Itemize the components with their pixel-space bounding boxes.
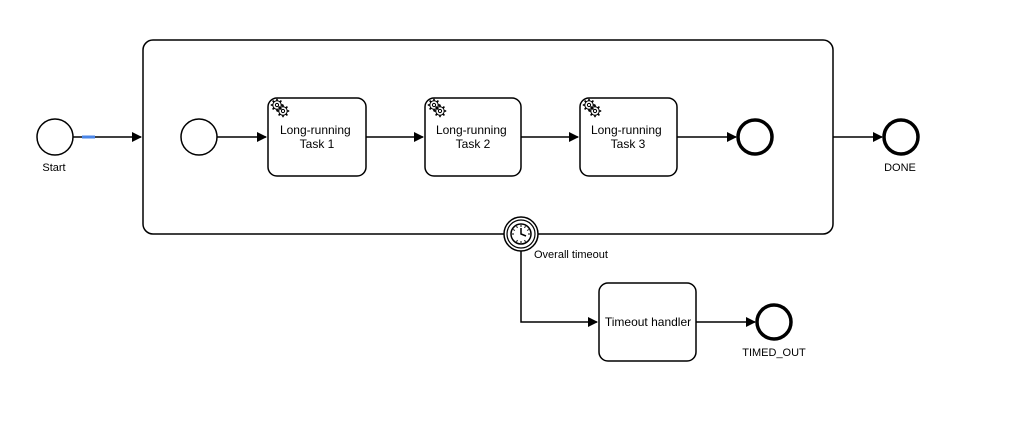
clock-icon (510, 223, 532, 245)
task-long-running-1[interactable]: Long-running Task 1 (267, 97, 367, 177)
svg-text:Long-running Task 3: Long-running Task 3 (591, 123, 665, 151)
timed-out-end-event[interactable] (755, 303, 793, 341)
svg-text:Long-running Task 1: Long-running Task 1 (280, 123, 354, 151)
start-event[interactable] (36, 118, 74, 156)
done-end-event[interactable] (882, 118, 920, 156)
timed-out-end-event-label: TIMED_OUT (742, 347, 806, 359)
subprocess-end-event[interactable] (736, 118, 774, 156)
task-1-label-line1: Long-running (280, 123, 351, 137)
task-1-label-line2: Task 1 (300, 137, 335, 151)
start-event-label: Start (42, 162, 65, 174)
task-2-label-line1: Long-running (436, 123, 507, 137)
task-long-running-2[interactable]: Long-running Task 2 (424, 97, 522, 177)
subprocess-container[interactable] (142, 39, 834, 235)
task-2-label-line2: Task 2 (456, 137, 491, 151)
sequence-flows (73, 132, 883, 327)
task-long-running-3[interactable]: Long-running Task 3 (579, 97, 678, 177)
timer-boundary-event[interactable] (503, 216, 539, 252)
done-end-event-label: DONE (884, 162, 916, 174)
task-timeout-handler[interactable]: Timeout handler (598, 282, 697, 362)
timeout-handler-label: Timeout handler (605, 315, 691, 329)
subprocess-start-event[interactable] (180, 118, 218, 156)
task-3-label-line1: Long-running (591, 123, 662, 137)
svg-text:Long-running Task 2: Long-running Task 2 (436, 123, 510, 151)
timer-boundary-label: Overall timeout (534, 249, 608, 261)
task-3-label-line2: Task 3 (611, 137, 646, 151)
flow-timer-to-timeout-handler[interactable] (520, 251, 598, 327)
